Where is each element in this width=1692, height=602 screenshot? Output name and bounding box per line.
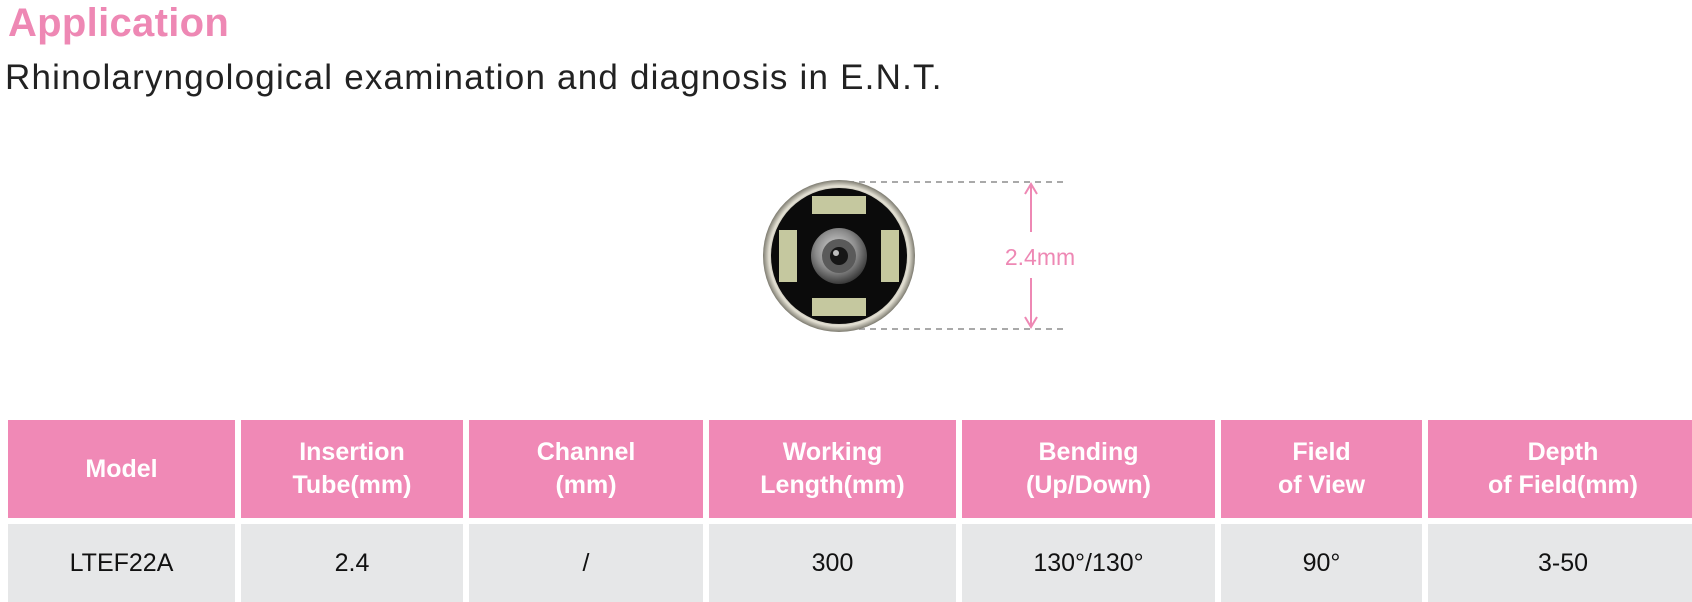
cell-insertion-tube: 2.4 [241, 518, 463, 602]
diameter-label: 2.4mm [1004, 244, 1076, 270]
light-guide-bottom [812, 298, 866, 316]
light-guide-left [779, 230, 797, 282]
table-row: LTEF22A 2.4 / 300 130°/130° 90° 3-50 [8, 518, 1692, 602]
header-label: Depth of Field(mm) [1488, 438, 1638, 499]
endoscope-tip-icon [763, 180, 1065, 332]
specifications-table: Model Insertion Tube(mm) Channel (mm) Wo… [2, 420, 1692, 602]
cell-working-length: 300 [709, 518, 956, 602]
header-model: Model [8, 420, 235, 518]
tip-diameter-diagram: 2.4mm [755, 172, 1085, 342]
header-label: Channel (mm) [536, 438, 636, 499]
light-guide-top [812, 196, 866, 214]
arrowhead-down-icon [1024, 316, 1038, 329]
header-label: Working Length(mm) [760, 438, 905, 499]
header-label: Model [85, 454, 158, 483]
cell-model: LTEF22A [8, 518, 235, 602]
camera-lens-glint [833, 250, 839, 256]
header-field-of-view: Field of View [1221, 420, 1422, 518]
arrowhead-up-icon [1024, 182, 1038, 195]
cell-bending: 130°/130° [962, 518, 1215, 602]
header-label: Bending (Up/Down) [1026, 438, 1151, 499]
application-description: Rhinolaryngological examination and diag… [5, 58, 943, 97]
light-guide-right [881, 230, 899, 282]
header-insertion-tube: Insertion Tube(mm) [241, 420, 463, 518]
header-bending: Bending (Up/Down) [962, 420, 1215, 518]
cell-field-of-view: 90° [1221, 518, 1422, 602]
header-label: Insertion Tube(mm) [292, 438, 412, 499]
cell-depth-of-field: 3-50 [1428, 518, 1692, 602]
header-channel: Channel (mm) [469, 420, 703, 518]
camera-lens-center [830, 247, 848, 265]
section-title: Application [8, 1, 230, 45]
cell-channel: / [469, 518, 703, 602]
table-header-row: Model Insertion Tube(mm) Channel (mm) Wo… [8, 420, 1692, 518]
header-working-length: Working Length(mm) [709, 420, 956, 518]
header-label: Field of View [1277, 438, 1366, 499]
header-depth-of-field: Depth of Field(mm) [1428, 420, 1692, 518]
